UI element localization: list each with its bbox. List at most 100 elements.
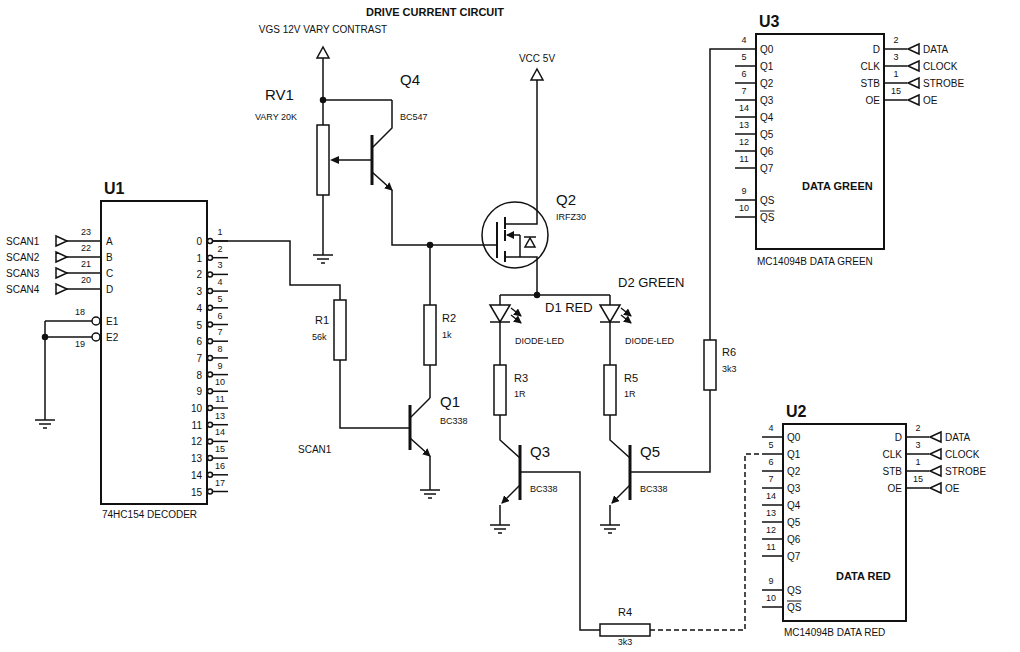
led-symbol (621, 308, 631, 316)
pin-name: QS (760, 212, 774, 223)
pin-name: 7 (196, 352, 202, 363)
pin-wire (208, 339, 213, 344)
pin-number: 11 (215, 395, 224, 405)
resistor-symbol (494, 365, 506, 415)
led-symbol (609, 322, 611, 365)
pin-wire (762, 504, 782, 506)
mosfet-symbol (507, 234, 520, 236)
resistor-symbol (704, 340, 716, 390)
wire (92, 333, 100, 341)
component-designator: RV1 (265, 87, 294, 104)
component-value: BC338 (640, 485, 668, 495)
pin-number: 5 (217, 295, 222, 305)
pin-wire (885, 82, 907, 84)
potentiometer-symbol (339, 159, 372, 161)
pin-wire (762, 470, 782, 472)
pin-name: Q2 (760, 78, 773, 89)
pin-wire (930, 466, 941, 476)
pin-wire (212, 407, 228, 409)
signal-name: CLOCK (923, 61, 957, 72)
led-symbol (609, 295, 611, 305)
chip-part-number: MC14094B DATA RED (784, 627, 885, 638)
pin-wire (762, 589, 782, 591)
wire (92, 317, 100, 325)
pin-number: 10 (766, 594, 776, 604)
pin-name: 8 (196, 369, 202, 380)
wire (392, 190, 497, 305)
pin-number: 6 (741, 70, 746, 80)
supply-arrow (531, 69, 543, 80)
component-value: VARY 20K (255, 113, 297, 123)
component-designator: R2 (442, 312, 456, 324)
resistor-symbol (494, 365, 616, 415)
pin-wire (762, 555, 782, 557)
pin-name: A (106, 236, 113, 247)
resistor-symbol (630, 49, 735, 472)
pin-wire (67, 256, 100, 258)
pin-name: 6 (196, 336, 202, 347)
pin-name: STB (861, 78, 880, 89)
wire (520, 472, 600, 630)
mosfet-symbol (519, 235, 521, 257)
pin-name: Q3 (760, 95, 773, 106)
ground-symbol (321, 262, 325, 264)
transistor-symbol (500, 415, 520, 525)
chip-designator: U1 (104, 180, 124, 198)
pin-name: Q4 (787, 500, 800, 511)
pin-name: 2 (196, 269, 202, 280)
component-designator: Q4 (400, 72, 420, 89)
mosfet-symbol (496, 222, 498, 258)
component-value: DIODE-LED (625, 337, 674, 347)
wire (43, 317, 101, 420)
pin-number: 10 (215, 378, 225, 388)
pin-wire (907, 470, 929, 472)
component-value: 3k3 (618, 638, 633, 648)
transistor-symbol (410, 398, 430, 490)
pin-number: 12 (739, 138, 749, 148)
pin-number: 16 (215, 462, 225, 472)
pin-number: 2 (217, 245, 222, 255)
pin-wire (885, 48, 907, 50)
pin-wire (208, 305, 213, 310)
pin-wire (762, 538, 782, 540)
component-designator: Q2 (556, 192, 576, 209)
transistor-symbol (429, 456, 431, 490)
supply-arrow (317, 47, 329, 58)
pin-name: Q0 (760, 44, 773, 55)
ground-symbol (428, 497, 432, 499)
supply-arrow (317, 47, 543, 80)
pin-number: 8 (217, 345, 222, 355)
transistor-symbol (499, 505, 501, 525)
supply-label: VCC 5V (519, 53, 555, 64)
pin-name: Q5 (787, 517, 800, 528)
signal-name: DATA (945, 432, 970, 443)
diagram-title: DRIVE CURRENT CIRCUIT (366, 6, 504, 18)
pin-wire (56, 44, 941, 607)
transistor-symbol (610, 415, 630, 525)
pin-wire (735, 48, 755, 50)
chip-designator: U3 (759, 13, 779, 31)
pin-name: 5 (196, 319, 202, 330)
pin-name: 3 (196, 286, 202, 297)
pin-wire (930, 432, 941, 442)
mosfet-symbol (482, 202, 548, 268)
led-symbol (511, 308, 521, 316)
led-symbol (499, 322, 501, 365)
pin-name: 10 (191, 403, 202, 414)
component-designator: R5 (624, 372, 638, 384)
pin-number: 21 (81, 260, 91, 270)
signal-name: SCAN1 (6, 236, 39, 247)
pin-wire (212, 457, 228, 459)
pin-number: 7 (741, 87, 746, 97)
component-value: 1R (624, 390, 636, 400)
led-symbol (490, 305, 510, 322)
component-designator: R4 (618, 606, 632, 618)
signal-name: OE (923, 95, 937, 106)
pin-number: 1 (893, 70, 898, 80)
ground-symbol (608, 532, 612, 534)
transistor-symbol (372, 172, 392, 190)
pin-wire (212, 290, 228, 292)
pin-number: 6 (768, 458, 773, 468)
pin-number: 2 (915, 424, 920, 434)
pin-wire (735, 82, 755, 84)
